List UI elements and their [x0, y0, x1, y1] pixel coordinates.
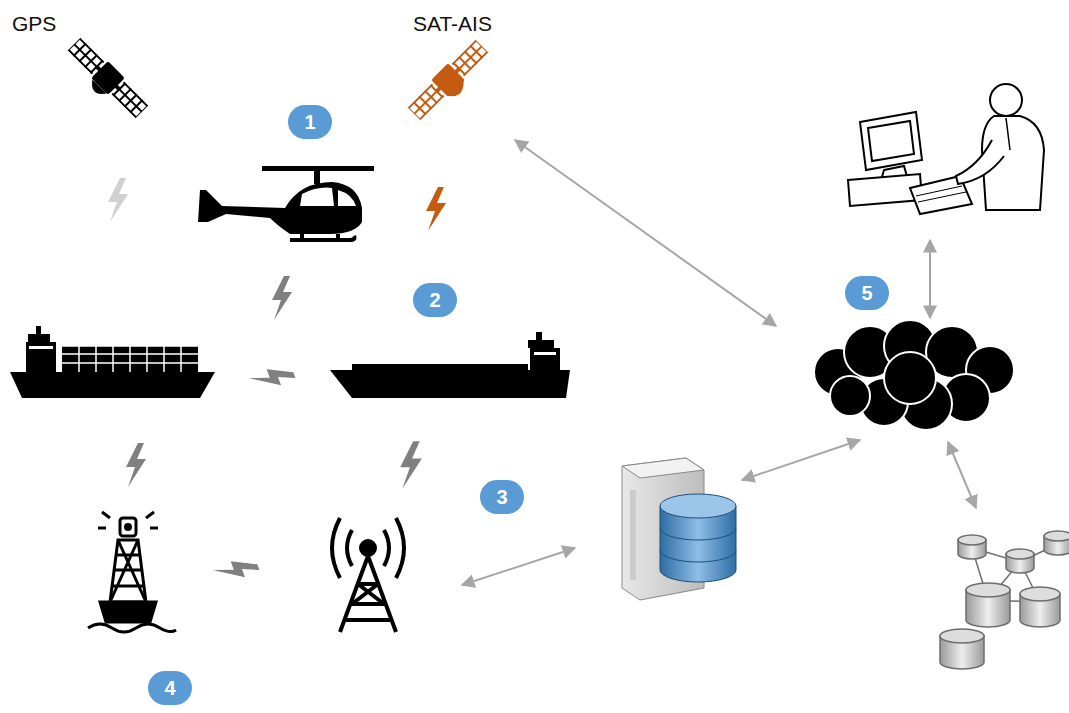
- signal-bolt: [212, 553, 260, 587]
- satellite-label: GPS: [12, 13, 56, 34]
- signal-bolt: [272, 276, 292, 320]
- callout-number: 1: [288, 105, 332, 139]
- sat-ais-satellite: [406, 38, 495, 127]
- satellite-label: SAT-AIS: [413, 13, 492, 34]
- antenna-tower: [332, 518, 404, 632]
- callout-number: 5: [845, 276, 889, 310]
- person-at-computer: [848, 84, 1044, 214]
- helicopter: [198, 166, 374, 240]
- cloud: [814, 320, 1014, 430]
- callout-number: 3: [480, 480, 524, 514]
- database-server: [622, 458, 736, 600]
- gps-satellite: [61, 36, 151, 126]
- callout-number: 2: [413, 283, 457, 317]
- buoy: [88, 512, 176, 632]
- data-flow-arrows: [462, 140, 976, 585]
- signal-bolt: [108, 178, 128, 222]
- signal-bolt: [126, 443, 146, 487]
- container-ship: [10, 326, 215, 398]
- signal-bolt: [400, 441, 422, 489]
- tanker-ship: [330, 332, 570, 398]
- database-network: [940, 531, 1069, 669]
- signal-bolt: [426, 187, 446, 231]
- callout-number: 4: [148, 671, 192, 705]
- signal-bolt: [248, 361, 296, 395]
